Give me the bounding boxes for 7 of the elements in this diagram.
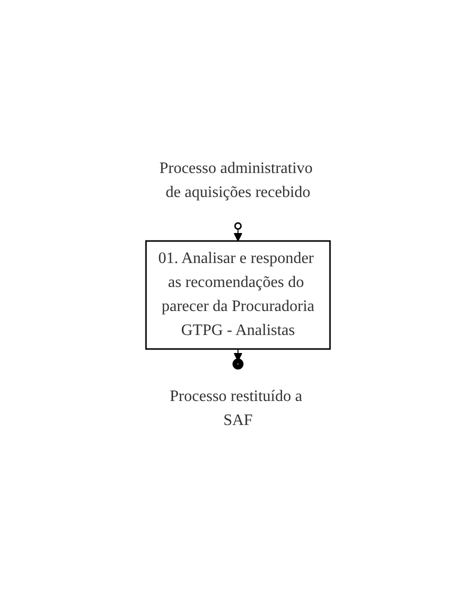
node-box: 01. Analisar e responder as recomendações do parecer da Procuradoria GTPG - Analistas: [144, 240, 330, 350]
arrow: [233, 228, 242, 242]
node-label: Processo restituído a SAF: [169, 388, 302, 429]
arrow: [233, 348, 242, 362]
node-label: Processo administrativo de aquisições recebido: [158, 160, 312, 201]
node-circle: [234, 222, 242, 230]
node-circle: [232, 358, 243, 370]
